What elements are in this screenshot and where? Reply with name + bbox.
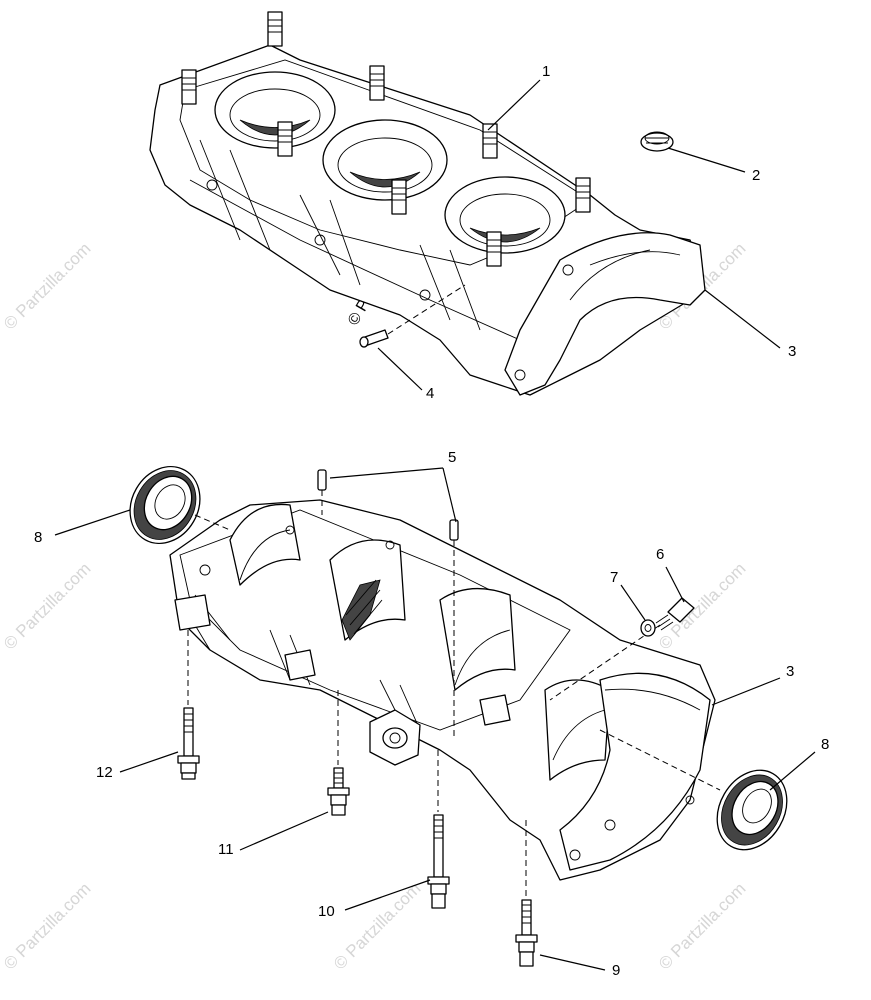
oil-seal-part-8-right bbox=[599, 729, 788, 851]
callout-3-lower: 3 bbox=[786, 663, 795, 680]
stud bbox=[277, 121, 293, 157]
callout-5: 5 bbox=[448, 449, 457, 466]
callout-10: 10 bbox=[318, 903, 335, 920]
washer-part-7 bbox=[640, 619, 656, 637]
callout-1: 1 bbox=[542, 63, 551, 80]
oil-seal-part-8-left bbox=[129, 465, 231, 545]
stud bbox=[486, 231, 502, 267]
bolt-part-10 bbox=[427, 750, 450, 909]
bolt-part-6 bbox=[549, 597, 695, 701]
callout-11: 11 bbox=[218, 841, 234, 858]
lower-crankcase bbox=[169, 499, 716, 881]
stud bbox=[267, 11, 283, 47]
upper-crankcase bbox=[149, 11, 706, 396]
plug-part-2 bbox=[640, 131, 674, 152]
bolt-part-11 bbox=[327, 690, 350, 816]
callout-12: 12 bbox=[96, 764, 113, 781]
bolt-part-9 bbox=[515, 820, 538, 967]
stud bbox=[575, 177, 591, 213]
stud bbox=[482, 123, 498, 159]
stud bbox=[369, 65, 385, 101]
stud bbox=[181, 69, 197, 105]
callout-8-left: 8 bbox=[34, 529, 43, 546]
callout-3-upper: 3 bbox=[788, 343, 797, 360]
leader-lines bbox=[54, 79, 816, 971]
dowel-part-5 bbox=[317, 469, 459, 740]
callout-9: 9 bbox=[612, 962, 621, 979]
bolt-part-12 bbox=[177, 630, 200, 780]
stud bbox=[391, 179, 407, 215]
dowel-pin-part-4 bbox=[359, 284, 466, 348]
callout-8-right: 8 bbox=[821, 736, 830, 753]
callout-7: 7 bbox=[610, 569, 619, 586]
callout-2: 2 bbox=[752, 167, 761, 184]
callout-4: 4 bbox=[426, 385, 435, 402]
callout-6: 6 bbox=[656, 546, 665, 563]
